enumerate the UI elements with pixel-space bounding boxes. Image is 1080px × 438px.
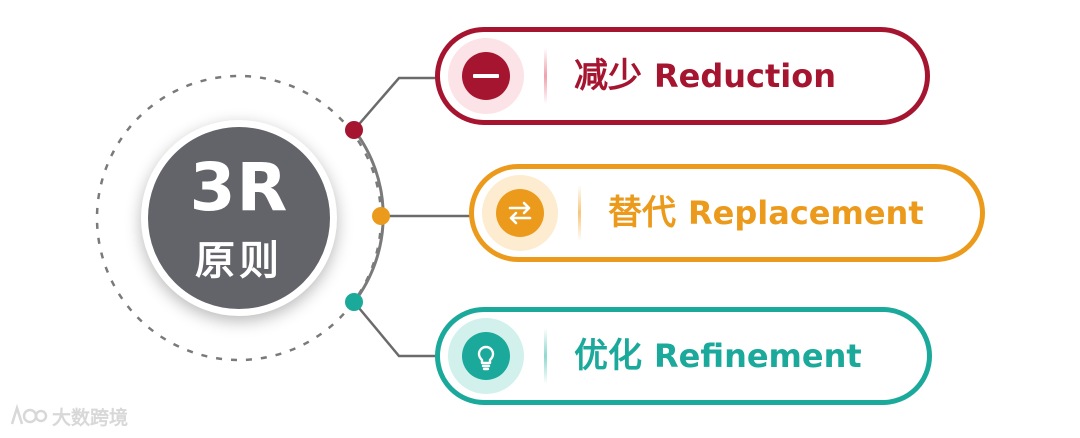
item-label-replacement: 替代 Replacement: [608, 169, 924, 257]
divider: [544, 48, 547, 104]
item-label-reduction: 减少 Reduction: [574, 32, 836, 120]
node-dot-reduction: [345, 121, 363, 139]
watermark-text: 大数跨境: [52, 406, 129, 429]
icon-halo: [448, 318, 524, 394]
item-label-en: Refinement: [654, 337, 862, 375]
node-dot-replacement: [372, 207, 390, 225]
card-reduction: 减少 Reduction: [435, 27, 930, 125]
swap-arrows-icon: [496, 189, 544, 237]
card-refinement: 优化 Refinement: [435, 307, 932, 405]
node-dot-refinement: [345, 293, 363, 311]
divider: [544, 328, 547, 384]
divider: [578, 185, 581, 241]
center-circle: 3R 原则: [141, 120, 337, 316]
item-label-zh: 替代: [608, 193, 676, 233]
item-label-zh: 减少: [574, 56, 642, 96]
icon-halo: [448, 38, 524, 114]
center-subtitle: 原则: [195, 238, 283, 284]
card-replacement: 替代 Replacement: [469, 164, 985, 262]
item-label-en: Replacement: [688, 194, 924, 232]
item-label-en: Reduction: [654, 57, 837, 95]
item-label-refinement: 优化 Refinement: [574, 312, 862, 400]
lightbulb-icon: [462, 332, 510, 380]
connector-refinement: [353, 301, 437, 358]
center-title: 3R: [189, 149, 289, 226]
icon-halo: [482, 175, 558, 251]
item-label-zh: 优化: [574, 336, 642, 376]
minus-icon: [462, 52, 510, 100]
watermark: 大数跨境: [8, 402, 128, 430]
watermark-logo-icon: [10, 404, 48, 425]
connector-reduction: [353, 76, 437, 131]
